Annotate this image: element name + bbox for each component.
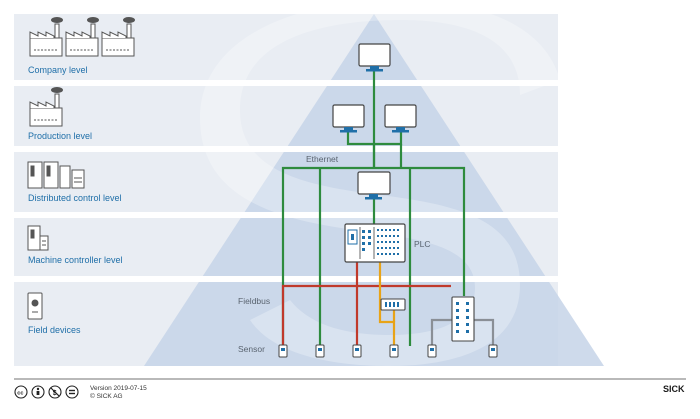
- sensor-icon: [488, 344, 498, 358]
- computer-monitor-icon: [357, 171, 391, 200]
- level-label-company: Company level: [28, 65, 88, 75]
- level-label-machine-controller: Machine controller level: [28, 255, 123, 265]
- sensor-icon: [315, 344, 325, 358]
- license-icons: cc $: [14, 385, 79, 399]
- control-cabinet-icon: [27, 161, 85, 189]
- footer-copyright: © SICK AG: [90, 392, 123, 400]
- plc-icon: [344, 223, 406, 263]
- nc-icon: $: [48, 385, 62, 399]
- computer-monitor-icon: [384, 104, 417, 133]
- sensor-label: Sensor: [238, 344, 265, 354]
- plc-label: PLC: [414, 239, 431, 249]
- by-icon: [31, 385, 45, 399]
- io-lines: [430, 318, 495, 346]
- svg-text:cc: cc: [17, 391, 23, 397]
- computer-monitor-icon: [332, 104, 365, 133]
- level-label-field-devices: Field devices: [28, 325, 81, 335]
- ethernet-label: Ethernet: [306, 154, 339, 164]
- brand-logo-text: SICK: [663, 384, 685, 394]
- sensor-icon: [278, 344, 288, 358]
- ethernet-network: [281, 70, 466, 346]
- footer-version: Version 2019-07-15: [90, 385, 147, 392]
- machine-controller-icon: [27, 225, 49, 251]
- sensor-icon: [389, 344, 399, 358]
- factory-icon: [29, 87, 63, 127]
- fieldbus-module-icon: [380, 298, 406, 311]
- band-production: [14, 86, 558, 146]
- nd-icon: [65, 385, 79, 399]
- level-label-distributed-control: Distributed control level: [28, 193, 122, 203]
- factory-group-icon: [29, 17, 135, 57]
- sub-bus-network: [378, 262, 396, 346]
- fieldbus-network: [281, 262, 451, 346]
- sensor-icon: [427, 344, 437, 358]
- sensor-icon: [352, 344, 362, 358]
- cc-icon: cc: [14, 385, 28, 399]
- svg-text:$: $: [53, 390, 57, 397]
- computer-monitor-icon: [358, 43, 391, 72]
- field-device-icon: [27, 292, 43, 320]
- fieldbus-label: Fieldbus: [238, 296, 270, 306]
- io-module-icon: [451, 296, 475, 342]
- watermark-logo-shape: [200, 0, 560, 366]
- level-label-production: Production level: [28, 131, 92, 141]
